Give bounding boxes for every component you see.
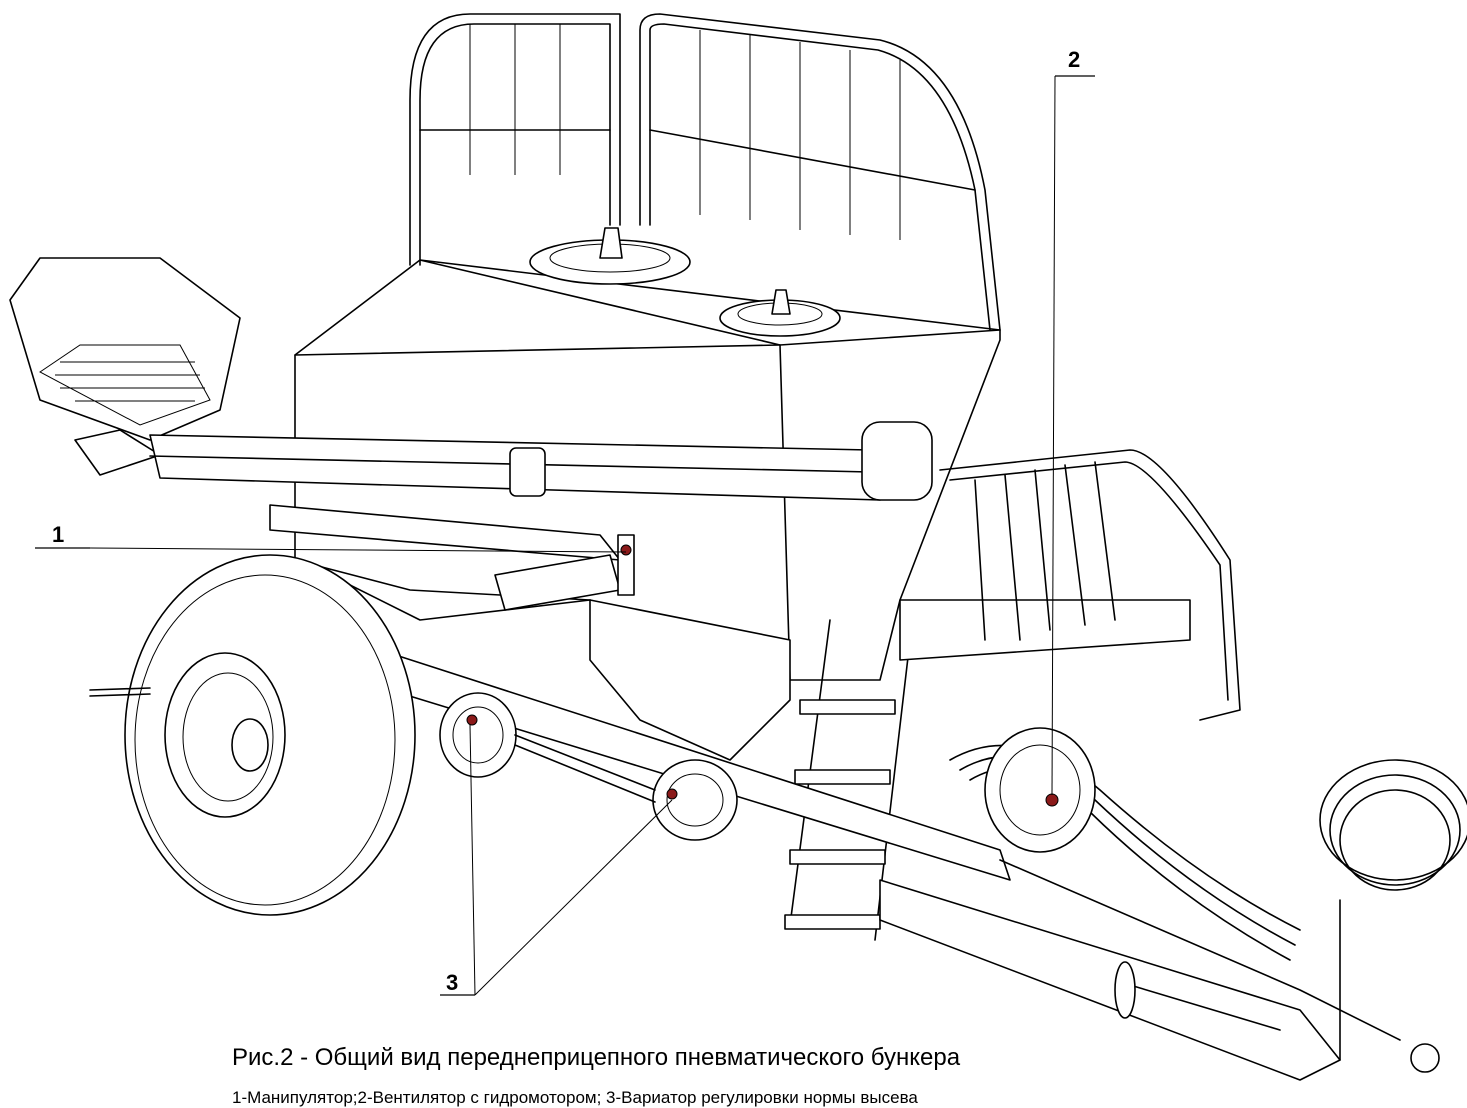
manipulator-arm xyxy=(269,504,635,611)
figure-caption: Рис.2 - Общий вид переднеприцепного пнев… xyxy=(232,1044,961,1071)
fan-with-hydromotor xyxy=(984,727,1096,853)
front-rail-bars xyxy=(974,461,1116,641)
leader-lines xyxy=(35,75,1095,996)
hopper-lids xyxy=(529,227,841,337)
top-railing xyxy=(409,13,1001,331)
callout-2: 2 xyxy=(1068,47,1081,72)
hopper-grate xyxy=(55,361,205,402)
wheel xyxy=(89,554,416,916)
chassis-frame xyxy=(379,649,1440,1081)
seed-rate-variators xyxy=(439,692,738,841)
figure-legend: 1-Манипулятор;2-Вентилятор с гидромоторо… xyxy=(232,1088,918,1107)
loading-auger xyxy=(9,257,933,501)
callout-1: 1 xyxy=(52,522,65,547)
front-rail xyxy=(899,449,1241,721)
callout-3: 3 xyxy=(446,970,459,995)
